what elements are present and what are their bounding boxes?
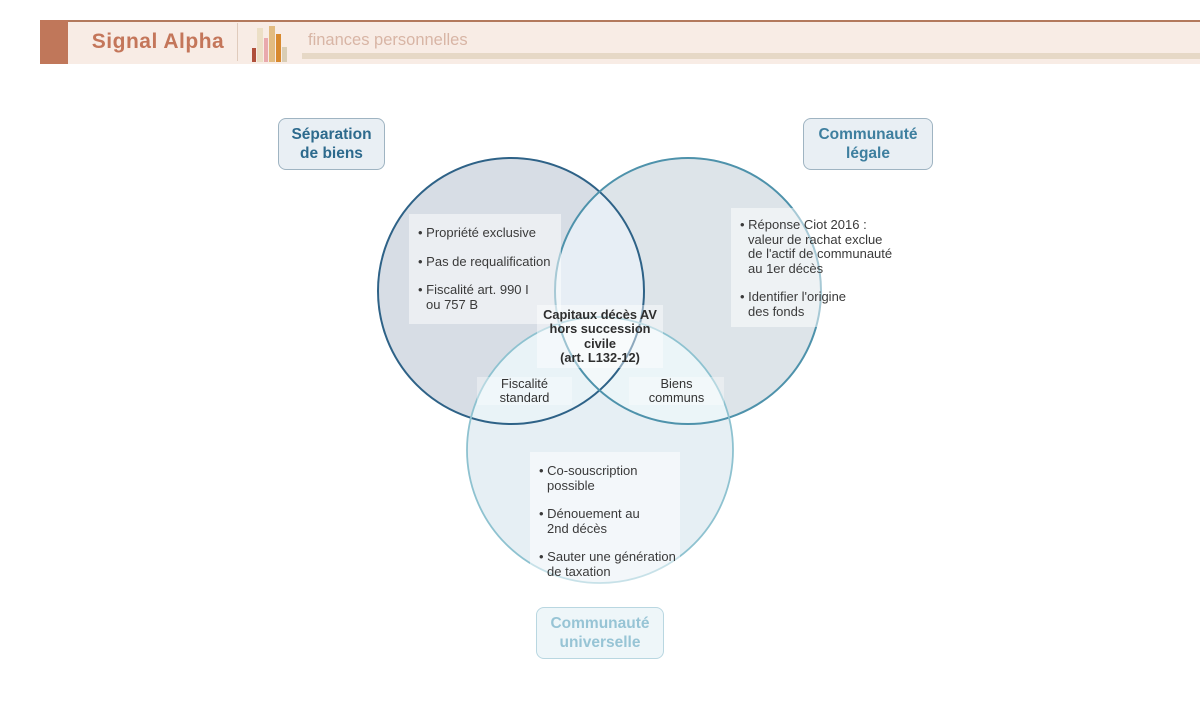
bullet-item: • Réponse Ciot 2016 : valeur de rachat e…	[740, 217, 893, 276]
bar-chart-icon	[252, 20, 292, 62]
header-divider	[237, 23, 238, 61]
logo-bar	[252, 48, 256, 62]
set-label-text: Séparation de biens	[291, 125, 372, 163]
region-right-bottom	[555, 317, 733, 424]
venn-circle-left-outline	[377, 157, 645, 425]
left-set-bullet-list: • Propriété exclusive • Pas de requalifi…	[409, 214, 561, 324]
bullet-item: • Propriété exclusive	[418, 225, 536, 240]
center-intersection-label: Capitaux décès AV hors succession civile…	[537, 305, 663, 369]
brand-title: Signal Alpha	[91, 30, 225, 53]
brand-accent-square	[40, 20, 68, 64]
search-input[interactable]	[306, 27, 830, 53]
logo-bar	[257, 28, 263, 62]
right-bottom-intersection-label: Biens communs	[629, 377, 724, 405]
region-left-bottom	[467, 317, 644, 424]
bullet-item: • Sauter une génération de taxation	[539, 549, 676, 579]
bullet-item: • Identifier l'origine des fonds	[740, 289, 847, 319]
set-label-text: Communauté légale	[818, 125, 918, 163]
set-label-separation-de-biens: Séparation de biens	[278, 118, 385, 170]
logo-bar	[269, 26, 275, 62]
set-label-communaute-legale: Communauté légale	[803, 118, 933, 170]
set-label-communaute-universelle: Communauté universelle	[536, 607, 664, 659]
bullet-item: • Dénouement au 2nd décès	[539, 506, 640, 536]
logo-bar	[264, 38, 268, 62]
bullet-item: • Co-souscription possible	[539, 463, 638, 493]
search-underline	[302, 53, 1200, 59]
set-label-text: Communauté universelle	[550, 614, 650, 652]
bullet-item: • Pas de requalification	[418, 253, 551, 269]
right-set-bullet-list: • Réponse Ciot 2016 : valeur de rachat e…	[731, 208, 899, 327]
logo-bar	[276, 34, 281, 62]
left-bottom-intersection-label: Fiscalité standard	[477, 377, 572, 405]
logo-bar	[282, 47, 287, 62]
bottom-set-bullet-list: • Co-souscription possible • Dénouement …	[530, 452, 680, 585]
bullet-item: • Fiscalité art. 990 I ou 757 B	[418, 282, 529, 312]
